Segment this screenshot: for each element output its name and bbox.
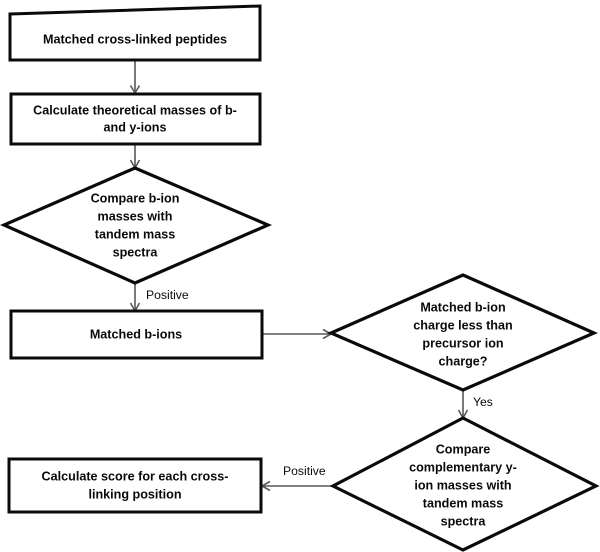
node-label-line-2: linking position [88,487,181,501]
connector-compare-y-ion-to-calculate-score [260,480,334,492]
connector-matched-b-ions-to-charge-decision [263,328,333,340]
node-shape-process [9,92,262,146]
node-calculate-theoretical-masses[interactable]: Calculate theoretical masses of b- and y… [9,92,262,146]
node-label-line-1: Calculate theoretical masses of b- [33,103,237,117]
node-label-line-4: tandem mass [423,496,504,510]
node-label-line-2: complementary y- [409,460,517,474]
node-label-line-1: Matched b-ion [420,300,505,314]
node-shape-process [7,457,263,514]
node-matched-b-ion-charge[interactable]: Matched b-ion charge less than precursor… [326,273,598,392]
edge-label-positive-b-ions: Positive [146,288,189,302]
edge-label-yes: Yes [473,395,493,409]
node-shape-decision [326,273,598,392]
connector-peptides-to-calculate [129,61,141,95]
node-matched-b-ions[interactable]: Matched b-ions [9,309,264,360]
connector-compare-b-ion-to-matched-b-ions [129,283,141,313]
node-compare-b-ion-masses[interactable]: Compare b-ion masses with tandem mass sp… [0,166,273,285]
connector-charge-decision-to-compare-y-ion [457,390,469,420]
node-matched-cross-linked-peptides[interactable]: Matched cross-linked peptides [8,4,262,62]
node-label-line-3: ion masses with [414,478,511,492]
node-label-line-1: Compare b-ion [91,191,180,205]
edge-label-positive-score: Positive [283,464,326,478]
node-label: Matched b-ions [90,327,182,341]
node-label-line-4: spectra [113,245,159,259]
node-compare-complementary-y-ion-masses[interactable]: Compare complementary y- ion masses with… [329,416,600,552]
node-label-line-2: masses with [98,209,173,223]
node-label: Matched cross-linked peptides [43,32,227,46]
node-shape-process [8,4,262,62]
node-label-line-3: tandem mass [95,227,176,241]
node-label-line-3: precursor ion [422,336,503,350]
node-label-line-2: charge less than [413,318,512,332]
node-shape-decision [0,166,273,285]
connector-calculate-to-compare-b-ion [129,144,141,170]
node-label-line-1: Compare [436,442,491,456]
node-shape-decision [329,416,600,552]
node-calculate-score[interactable]: Calculate score for each cross- linking … [7,457,263,514]
node-label-line-4: charge? [439,354,488,368]
node-label-line-2: and y-ions [104,120,167,134]
node-label-line-1: Calculate score for each cross- [42,469,229,483]
node-label-line-5: spectra [441,514,487,528]
node-shape-process [9,309,264,360]
edge-label-group: Positive Yes Positive [146,288,493,478]
